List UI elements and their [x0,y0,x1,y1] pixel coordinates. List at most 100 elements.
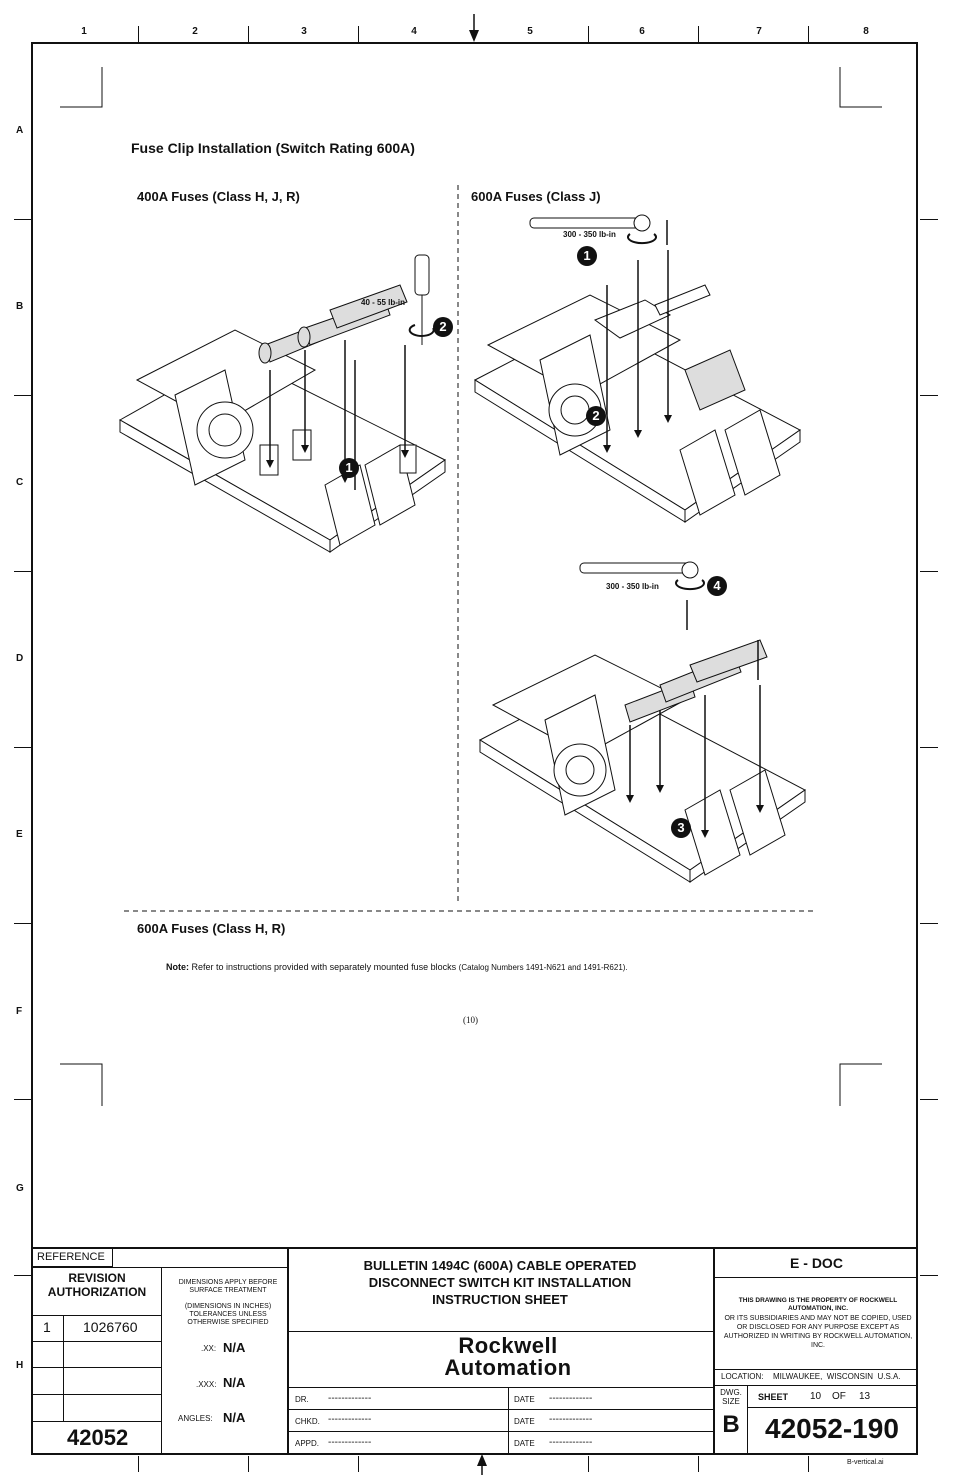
zone-tick [808,1456,809,1472]
logo-line-2: Automation [444,1355,572,1380]
torque-label-right-bottom: 300 - 350 lb-in [606,582,659,591]
note-label: Note: [166,962,189,972]
step-badge-right-3: 3 [677,820,685,835]
date-value-chkd: ------------- [549,1414,593,1425]
zone-row-h: H [16,1360,24,1371]
step-badge-left-2: 2 [439,319,447,334]
property-title: THIS DRAWING IS THE PROPERTY OF ROCKWELL… [738,1297,898,1312]
dr-value: ------------- [328,1393,372,1404]
date-label-appd: DATE [514,1439,535,1448]
zone-row-b: B [16,301,24,312]
zone-col-4: 4 [411,26,417,37]
center-arrow-top [469,14,479,42]
zone-tick [358,1456,359,1472]
zone-col-3: 3 [301,26,307,37]
date-value-appd: ------------- [549,1437,593,1448]
zone-row-c: C [16,477,24,488]
sheet-of: OF [832,1391,846,1402]
zone-tick [14,1099,32,1100]
zone-tick [808,26,809,42]
tol-xxx-label: .XXX: [196,1380,217,1389]
right-top-switch-illustration [473,214,801,523]
dimensions-note-2: (DIMENSIONS IN INCHES) TOLERANCES UNLESS… [184,1303,272,1326]
zone-tick [920,1275,938,1276]
zone-tick [358,26,359,42]
zone-tick [248,26,249,42]
step-badge-right-4: 4 [713,578,721,593]
tol-xxx-value: N/A [223,1375,246,1390]
zone-tick [920,747,938,748]
angles-value: N/A [223,1410,246,1425]
revision-authorization: REVISION AUTHORIZATION [47,1271,147,1299]
zone-tick [248,1456,249,1472]
zone-tick [14,923,32,924]
zone-row-d: D [16,653,24,664]
dimensions-note-1: DIMENSIONS APPLY BEFORE SURFACE TREATMEN… [178,1279,278,1294]
revision-code: 1026760 [83,1319,138,1335]
zone-tick [14,747,32,748]
zone-tick [588,1456,589,1472]
dr-label: DR. [295,1395,309,1404]
title-block: REFERENCE REVISION AUTHORIZATION 1 10267… [33,1247,918,1453]
dwg-size-value: B [722,1411,740,1438]
zone-col-8: 8 [863,26,869,37]
left-switch-illustration [118,254,446,553]
property-text: OR ITS SUBSIDIARIES AND MAY NOT BE COPIE… [723,1315,913,1349]
revision-number: 1 [43,1319,51,1335]
drawing-frame [31,42,918,1455]
location-label: LOCATION: [721,1372,764,1381]
zone-tick [14,1275,32,1276]
zone-tick [698,1456,699,1472]
step-badge-right-2: 2 [592,408,600,423]
part-prefix: 42052 [67,1425,129,1450]
zone-tick [14,571,32,572]
appd-value: ------------- [328,1437,372,1448]
note-catalog: (Catalog Numbers 1491-N621 and 1491-R621… [458,963,628,972]
zone-row-a: A [16,125,24,136]
zone-tick [920,571,938,572]
tol-xx-label: .XX: [201,1344,217,1353]
chkd-label: CHKD. [295,1417,320,1426]
zone-col-2: 2 [192,26,198,37]
location-value: MILWAUKEE, WISCONSIN U.S.A. [773,1372,901,1381]
zone-tick [698,26,699,42]
page-number: (10) [463,1015,478,1025]
zone-tick [920,923,938,924]
torque-label-left: 40 - 55 lb-in [361,298,406,307]
document-title: BULLETIN 1494C (600A) CABLE OPERATED DIS… [363,1258,637,1307]
main-title: Fuse Clip Installation (Switch Rating 60… [131,140,415,156]
file-name: B-vertical.ai [847,1459,884,1466]
panel-right-title: 600A Fuses (Class J) [471,189,601,204]
torque-label-right-top: 300 - 350 lb-in [563,230,616,239]
zone-tick [14,219,32,220]
reference-label: REFERENCE [33,1249,113,1267]
zone-col-1: 1 [81,26,87,37]
panel-bottom-title: 600A Fuses (Class H, R) [137,921,286,936]
sheet-total: 13 [859,1391,871,1402]
zone-tick [920,219,938,220]
rockwell-automation-logo: Rockwell Automation [423,1335,593,1379]
step-badge-right-1: 1 [583,248,591,263]
panel-left-title: 400A Fuses (Class H, J, R) [137,189,300,204]
drawing-number: 42052-190 [765,1413,899,1444]
sheet-label: SHEET [758,1392,789,1402]
step-badge-left-1: 1 [345,460,353,475]
zone-tick [14,395,32,396]
dwg-size-label: DWG. SIZE [720,1388,742,1406]
zone-tick [920,395,938,396]
zone-row-e: E [16,829,23,840]
zone-row-g: G [16,1183,24,1194]
zone-col-6: 6 [639,26,645,37]
installation-note: Note: Refer to instructions provided wit… [166,962,628,972]
date-label-chkd: DATE [514,1417,535,1426]
center-arrow-bottom [477,1454,487,1475]
date-value-dr: ------------- [549,1393,593,1404]
doc-type: E - DOC [790,1255,843,1271]
zone-col-7: 7 [756,26,762,37]
note-text: Refer to instructions provided with sepa… [191,962,457,972]
appd-label: APPD. [295,1439,320,1448]
zone-row-f: F [16,1006,23,1017]
